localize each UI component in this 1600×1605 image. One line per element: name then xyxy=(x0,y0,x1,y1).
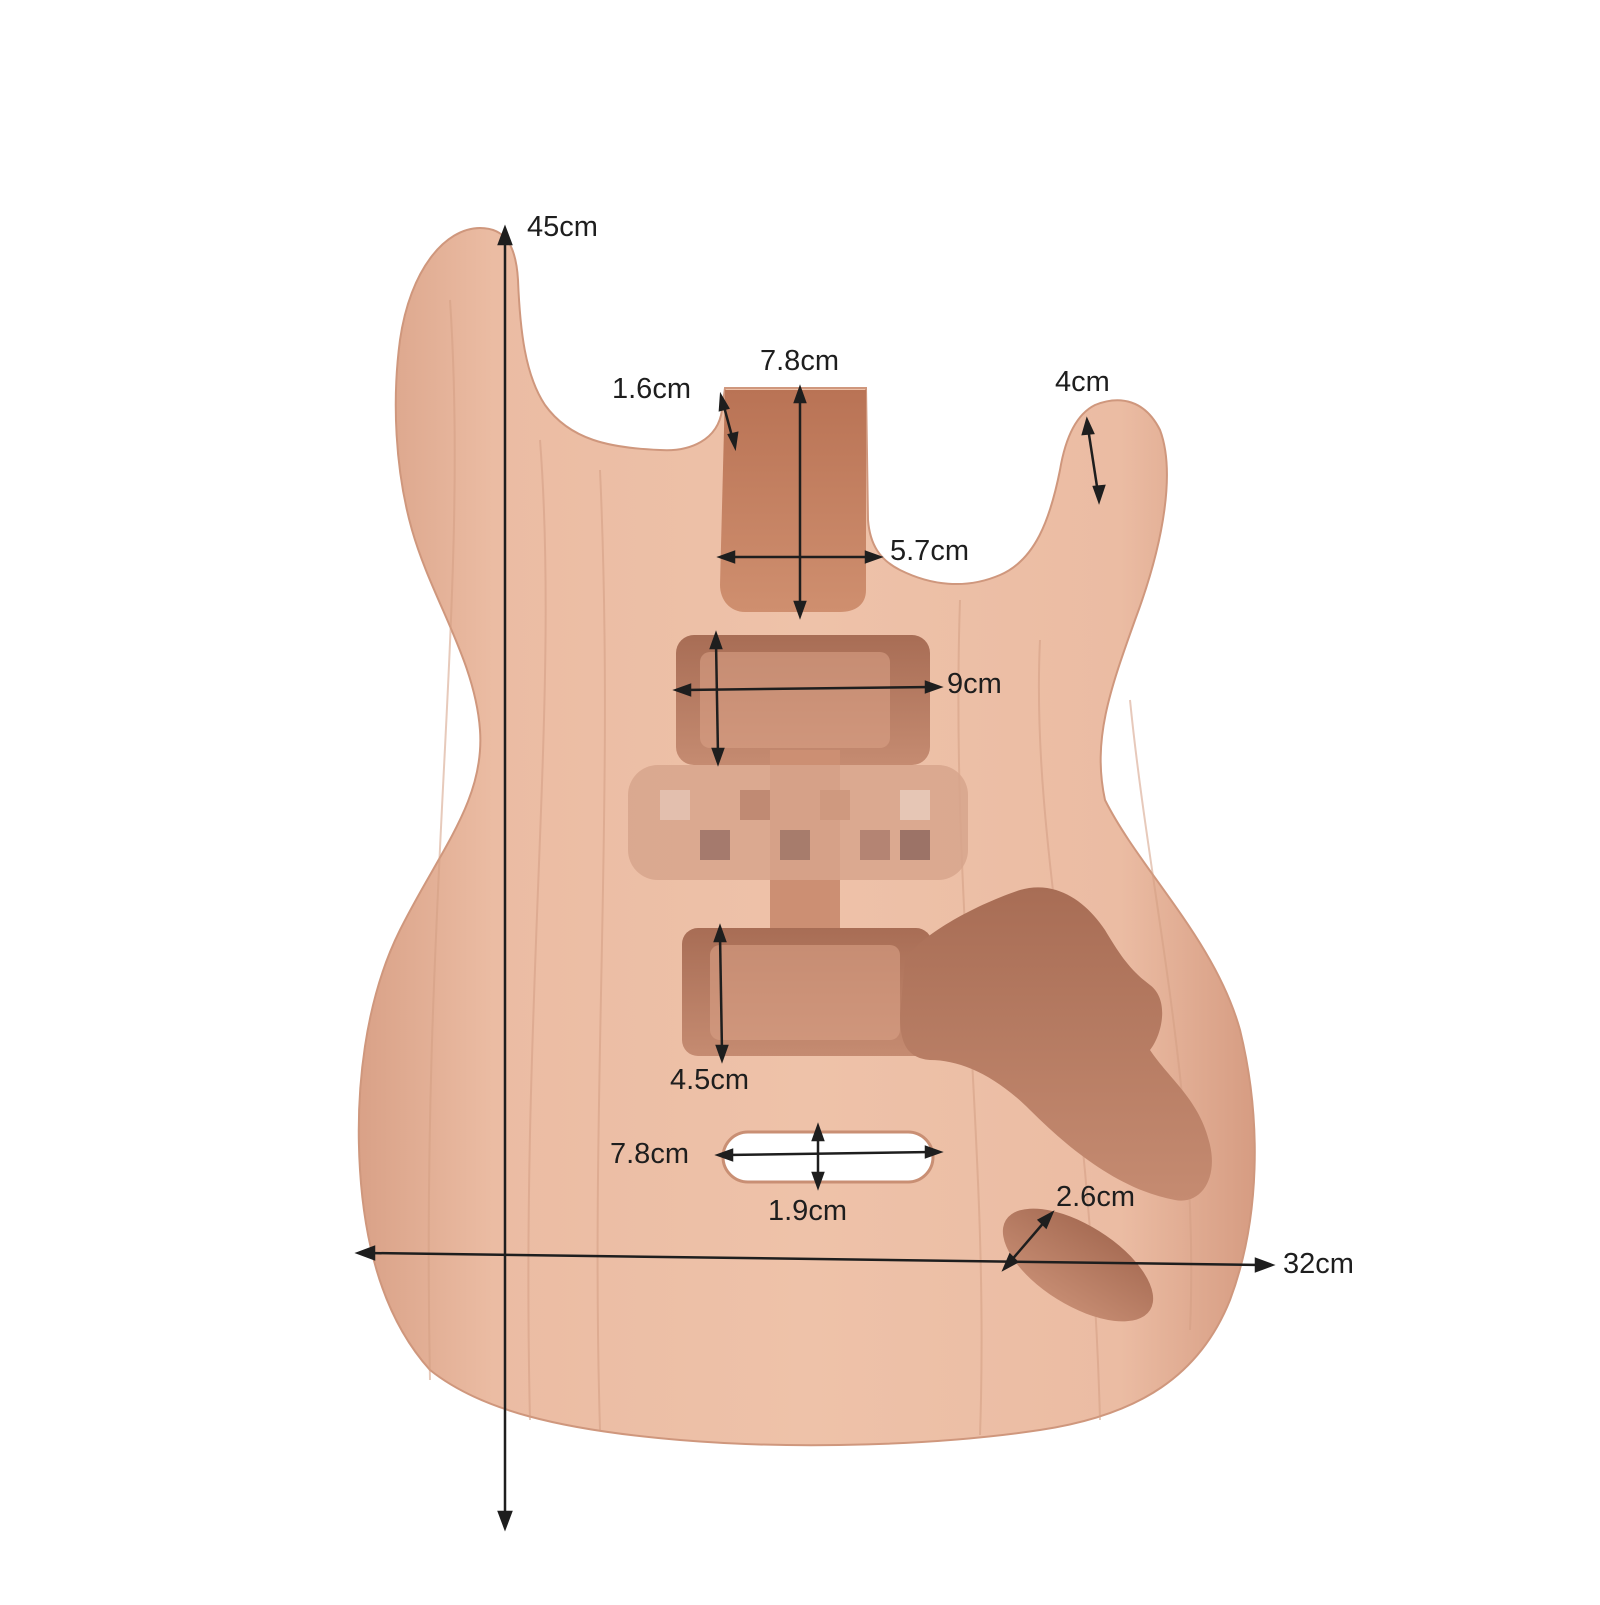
neck-pickup-width-label: 9cm xyxy=(947,668,1002,700)
width-arrow xyxy=(367,1251,1263,1267)
neck-pocket-edge-label: 1.6cm xyxy=(612,373,691,405)
neck-pocket-width-label: 5.7cm xyxy=(890,535,969,567)
blurred-watermark xyxy=(628,765,968,880)
wood-grain xyxy=(427,299,1193,1436)
through-slot-length-label: 7.8cm xyxy=(610,1138,689,1170)
through-slot xyxy=(721,1130,935,1184)
jack-width-label: 2.6cm xyxy=(1056,1181,1135,1213)
upper-horn-width-label: 4cm xyxy=(1055,366,1110,398)
jack-arrow xyxy=(1009,1219,1047,1263)
dimension-lines xyxy=(354,224,1276,1532)
horn-arrow xyxy=(1086,427,1100,494)
body-height-label: 45cm xyxy=(527,211,598,243)
neck-pocket xyxy=(720,390,866,612)
bridge-pickup-arrow xyxy=(718,934,724,1053)
neck-pickup-arrow xyxy=(683,685,933,692)
body-width-label: 32cm xyxy=(1283,1248,1354,1280)
through-slot-width-label: 1.9cm xyxy=(768,1195,847,1227)
control-cavity xyxy=(900,887,1212,1201)
slot-length-arrow xyxy=(725,1150,933,1157)
bridge-pickup-height-label: 4.5cm xyxy=(670,1064,749,1096)
jack-hole xyxy=(1002,1208,1154,1322)
neck-pocket-length-label: 7.8cm xyxy=(760,345,839,377)
